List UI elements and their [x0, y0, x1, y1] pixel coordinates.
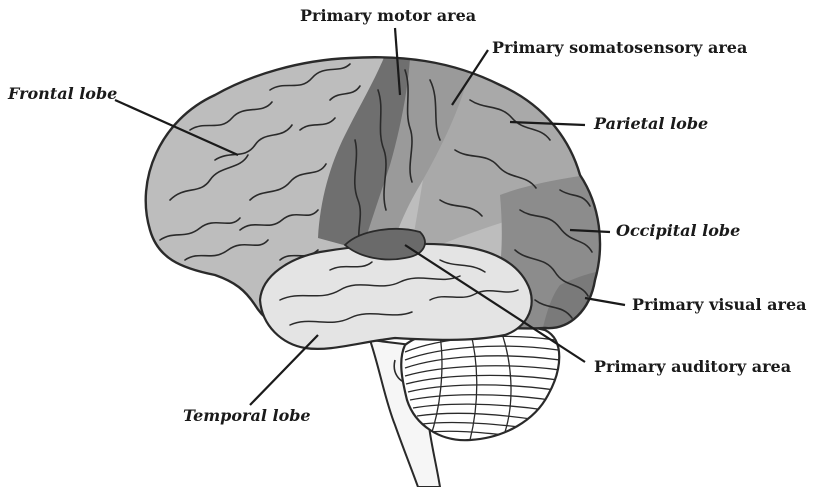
label-frontal-lobe: Frontal lobe — [8, 86, 117, 102]
label-parietal-lobe: Parietal lobe — [594, 116, 708, 132]
label-primary-motor-area: Primary motor area — [300, 8, 476, 24]
label-occipital-lobe: Occipital lobe — [616, 223, 740, 239]
leader-temporal — [250, 335, 318, 405]
leader-visual — [585, 298, 625, 305]
label-primary-visual-area: Primary visual area — [632, 297, 807, 313]
label-primary-somatosensory-area: Primary somatosensory area — [492, 40, 747, 56]
label-temporal-lobe: Temporal lobe — [183, 408, 311, 424]
label-primary-auditory-area: Primary auditory area — [594, 359, 791, 375]
cerebellum — [401, 324, 560, 440]
